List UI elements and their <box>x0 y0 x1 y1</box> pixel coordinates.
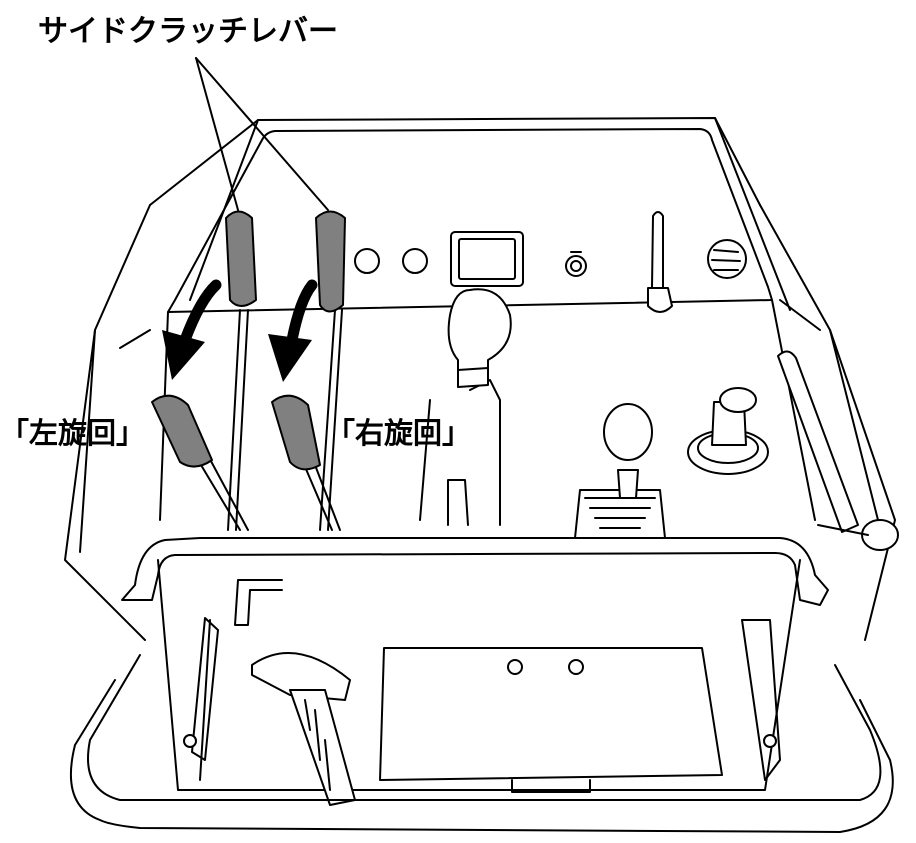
left-turn-label: 「左旋回」 <box>0 416 146 450</box>
cover-plate <box>379 647 723 793</box>
left-turn-arrow <box>162 279 222 380</box>
side-clutch-lever-right <box>315 210 346 531</box>
lower-panel <box>157 559 801 791</box>
side-clutch-lever-left <box>225 210 257 531</box>
operator-console-housing <box>64 117 896 641</box>
right-side-lever <box>777 350 899 551</box>
side-clutch-lever-label: サイドクラッチレバー <box>38 14 338 49</box>
side-clutch-lever-left-pulled <box>151 394 249 531</box>
rotary-knob <box>707 239 747 279</box>
indicator-lamp-right <box>402 248 428 274</box>
center-column <box>419 288 512 526</box>
indicator-lamp-left <box>354 248 380 274</box>
right-turn-label: 「右旋回」 <box>326 416 472 450</box>
panel-gauges <box>354 211 747 313</box>
label-leader-lines <box>195 57 329 211</box>
front-grab-bar <box>121 537 829 606</box>
floor-plate <box>69 654 894 833</box>
gear-shift-knob <box>447 288 512 388</box>
joystick-left <box>574 403 666 539</box>
hour-meter-display <box>458 238 516 280</box>
throttle-lever <box>647 211 673 313</box>
side-clutch-lever-right-pulled <box>271 394 341 531</box>
right-turn-arrow <box>268 279 318 382</box>
decelerator-pedal <box>251 652 356 806</box>
joystick-right <box>687 387 769 475</box>
